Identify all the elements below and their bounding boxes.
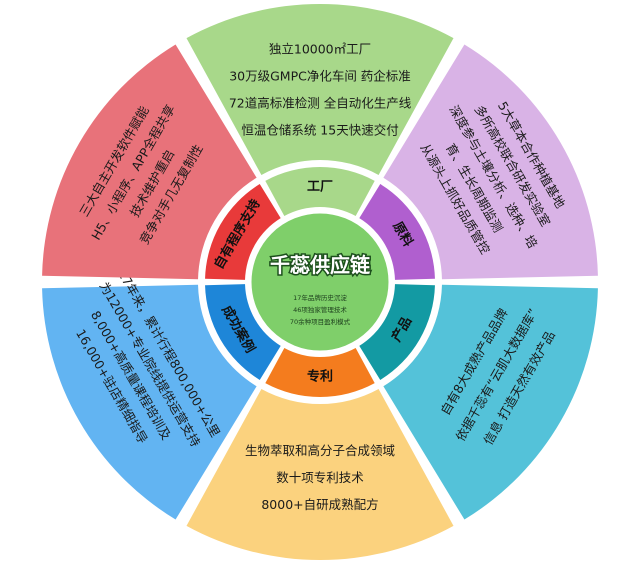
inner-label-patent: 专利 — [307, 369, 333, 385]
center-circle — [248, 210, 392, 354]
outer-text-line: 独立10000㎡工厂 — [269, 42, 371, 57]
outer-text-line: 8000+自研成熟配方 — [261, 497, 378, 512]
outer-text-line: 数十项专利技术 — [276, 470, 364, 485]
inner-label-factory: 工厂 — [307, 180, 333, 195]
center-line-3: 70余种项目盈利模式 — [290, 317, 351, 326]
outer-segment-success-cases — [42, 284, 257, 520]
outer-segment-patent — [186, 389, 454, 561]
center-line-1: 17年品牌历史沉淀 — [293, 293, 347, 302]
outer-text-raw-material: 5大草本合作种植基地多所高校联合研发实验室深度参与土壤分析、选种、培育、生长周期… — [418, 99, 569, 257]
inner-segment-raw-material — [359, 184, 435, 280]
inner-segment-own-system — [205, 184, 281, 280]
outer-text-line: 恒温仓储系统 15天快速交付 — [241, 123, 398, 138]
outer-text-line: 生物萃取和高分子合成领域 — [245, 443, 395, 458]
center-hub: 千蕊供应链 17年品牌历史沉淀 46项独家管理技术 70余种项目盈利模式 — [248, 210, 392, 354]
outer-text-factory: 独立10000㎡工厂 30万级GMPC净化车间 药企标准 72道高标准检测 全自动化… — [229, 42, 412, 138]
inner-segment-patent — [265, 347, 375, 397]
outer-segment-own-system — [42, 44, 257, 280]
inner-segment-success-cases — [205, 284, 281, 380]
outer-text-line: 30万级GMPC净化车间 药企标准 — [229, 69, 411, 84]
outer-segment-products — [383, 284, 598, 520]
outer-segment-factory — [186, 3, 454, 175]
outer-ring: 独立10000㎡工厂 30万级GMPC净化车间 药企标准 72道高标准检测 全自动化… — [42, 3, 598, 561]
inner-segment-products — [359, 284, 435, 380]
inner-segment-factory — [265, 166, 375, 217]
center-line-2: 46项独家管理技术 — [293, 305, 347, 314]
center-title: 千蕊供应链 — [270, 253, 371, 277]
outer-segment-raw-material — [383, 44, 598, 280]
outer-text-line: 72道高标准检测 全自动化生产线 — [229, 96, 412, 111]
